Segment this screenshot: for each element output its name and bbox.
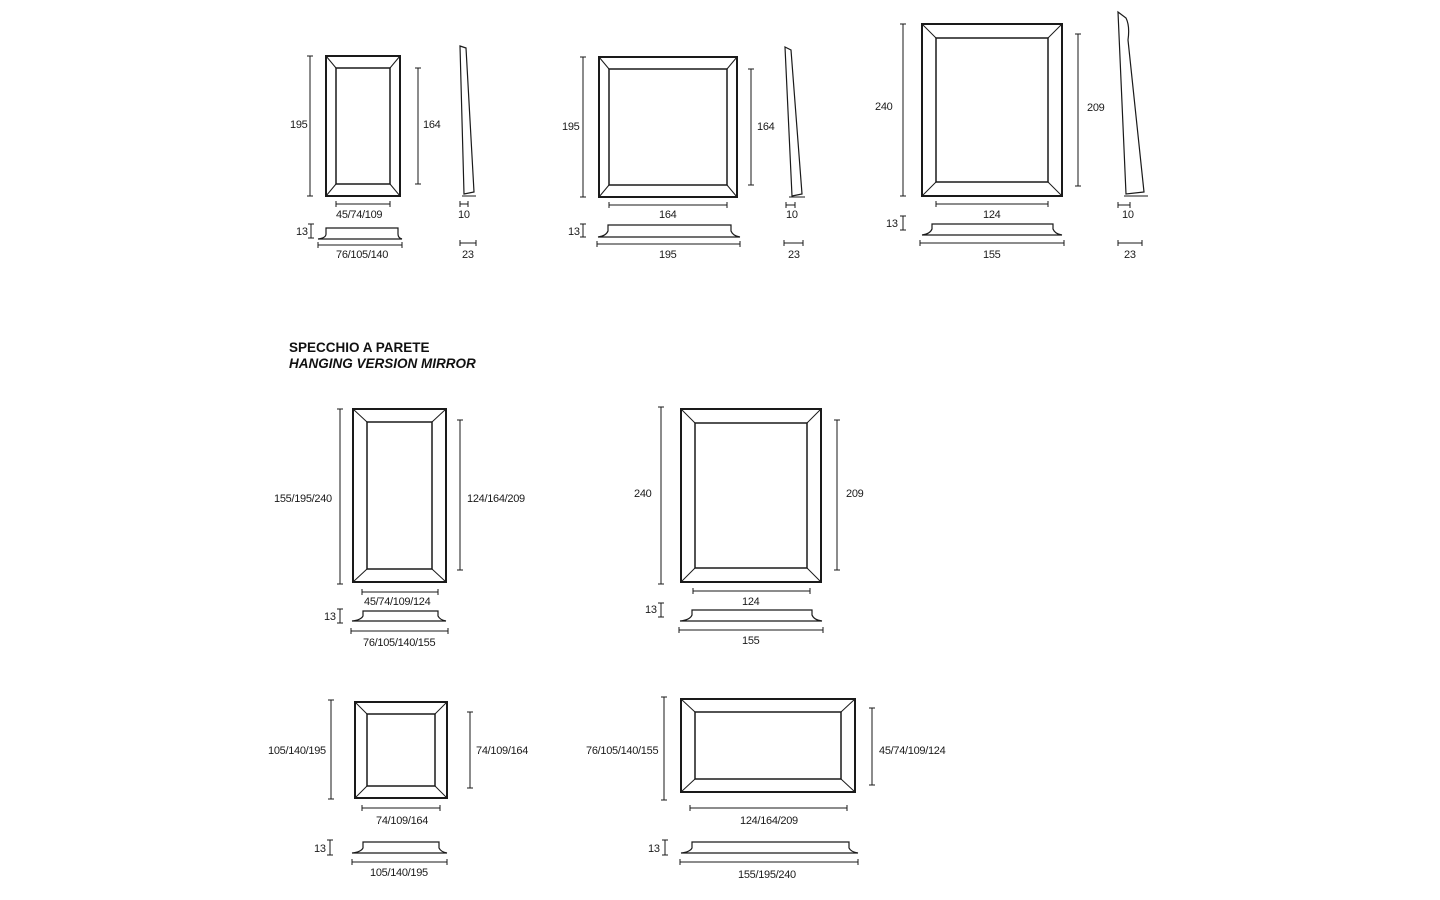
width-label: 155/195/240	[738, 869, 796, 881]
depth-label: 13	[568, 226, 580, 238]
mirror-height-label: 209	[1087, 102, 1105, 114]
width-label: 76/105/140	[336, 249, 388, 261]
floor-mirror-1: 195 164 45/74/109 13 76/105/140 10 23	[290, 45, 477, 261]
side-thickness-label: 10	[458, 209, 470, 221]
height-label: 195	[562, 121, 580, 133]
mirror-front-view	[325, 55, 401, 197]
width-label: 76/105/140/155	[363, 637, 435, 649]
width-label: 105/140/195	[370, 867, 428, 879]
depth-label: 13	[296, 226, 308, 238]
depth-label: 13	[324, 611, 336, 623]
depth-label: 13	[886, 218, 898, 230]
mirror-front-view	[921, 23, 1063, 197]
side-thickness-label: 10	[1122, 209, 1134, 221]
hanging-mirror-2: 240 209 124 13 155	[634, 406, 864, 647]
mirror-front-view	[598, 56, 738, 198]
mirror-front-view	[680, 408, 822, 583]
depth-label: 13	[314, 843, 326, 855]
mirror-front-view	[354, 701, 448, 799]
depth-profile	[679, 609, 823, 622]
depth-label: 13	[645, 604, 657, 616]
mirror-height-label: 164	[423, 119, 441, 131]
height-label: 155/195/240	[274, 493, 332, 505]
mirror-front-view	[352, 408, 447, 583]
width-label: 155	[983, 249, 1001, 261]
depth-profile	[351, 841, 448, 854]
hanging-mirror-1: 155/195/240 124/164/209 45/74/109/124 13…	[274, 408, 525, 649]
side-depth-label: 23	[462, 249, 474, 261]
depth-profile	[921, 223, 1063, 236]
mirror-height-label: 45/74/109/124	[879, 745, 946, 757]
floor-mirror-2: 195 164 164 13 195 10 23	[562, 46, 805, 261]
mirror-height-label: 124/164/209	[467, 493, 525, 505]
mirror-width-label: 124	[983, 209, 1001, 221]
depth-profile	[597, 224, 741, 238]
side-view	[459, 45, 476, 197]
mirror-width-label: 45/74/109	[336, 209, 382, 221]
height-label: 240	[634, 488, 652, 500]
side-depth-label: 23	[1124, 249, 1136, 261]
side-thickness-label: 10	[786, 209, 798, 221]
mirror-width-label: 74/109/164	[376, 815, 428, 827]
side-depth-label: 23	[788, 249, 800, 261]
side-view	[784, 46, 805, 198]
height-label: 240	[875, 101, 893, 113]
depth-label: 13	[648, 843, 660, 855]
height-label: 105/140/195	[268, 745, 326, 757]
hanging-mirror-3: 105/140/195 74/109/164 74/109/164 13 105…	[268, 699, 529, 879]
depth-profile	[680, 841, 859, 854]
mirror-height-label: 164	[757, 121, 775, 133]
mirror-width-label: 124/164/209	[740, 815, 798, 827]
mirror-width-label: 124	[742, 596, 760, 608]
depth-profile	[351, 610, 447, 622]
mirror-front-view	[680, 698, 856, 793]
width-label: 195	[659, 249, 677, 261]
mirror-width-label: 164	[659, 209, 677, 221]
height-label: 76/105/140/155	[586, 745, 658, 757]
side-view	[1117, 10, 1148, 197]
width-label: 155	[742, 635, 760, 647]
mirror-height-label: 209	[846, 488, 864, 500]
floor-mirror-3: 240 209 124 13 155 10 23	[875, 10, 1148, 261]
depth-profile	[317, 227, 403, 240]
hanging-mirror-4: 76/105/140/155 45/74/109/124 124/164/209…	[586, 696, 946, 881]
section-subtitle: HANGING VERSION MIRROR	[289, 356, 476, 371]
mirror-width-label: 45/74/109/124	[364, 596, 431, 608]
mirror-height-label: 74/109/164	[476, 745, 528, 757]
section-title: SPECCHIO A PARETE	[289, 340, 430, 355]
height-label: 195	[290, 119, 308, 131]
